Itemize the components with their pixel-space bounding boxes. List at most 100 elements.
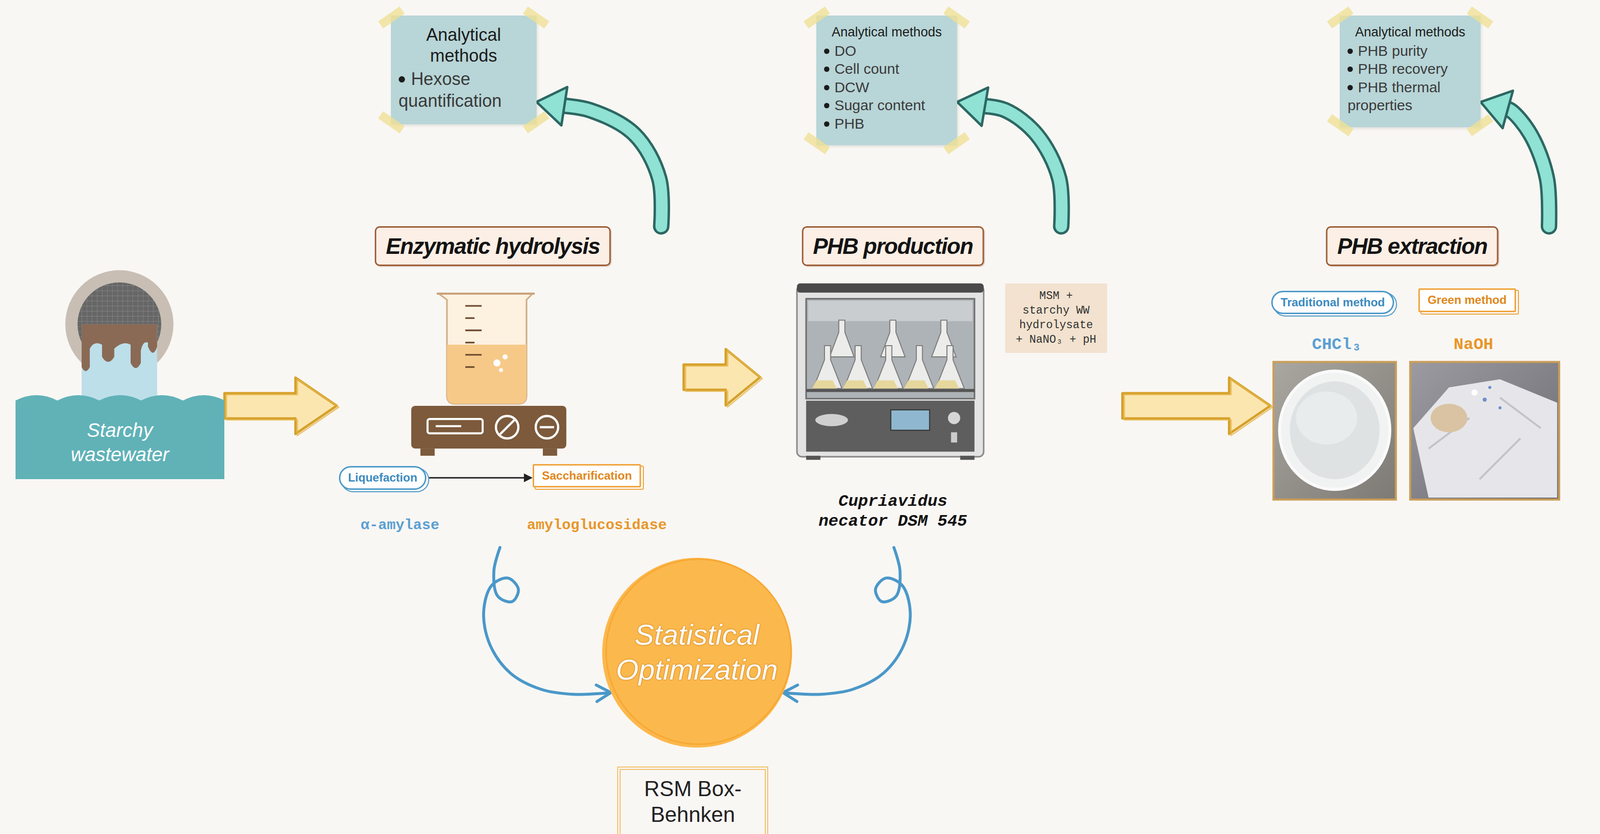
- incubator-shaker-part-part: [904, 380, 929, 389]
- beaker-icon-part-part: [465, 341, 475, 344]
- pipe-icon-part: [81, 324, 158, 372]
- stage-title: PHB production: [801, 226, 984, 267]
- incubator-shaker-part-part: [829, 320, 854, 357]
- node-text: Traditional method: [1280, 295, 1385, 310]
- incubator-shaker-part: [951, 432, 958, 443]
- beaker-icon-part: [438, 293, 533, 405]
- block-arrow-sketch: [1124, 379, 1273, 436]
- note-heading-row: Analytical methods: [824, 24, 950, 40]
- teal-arrow-body: [1502, 107, 1550, 227]
- teal-arrow-outline: [979, 105, 1062, 227]
- tape-strip: [1327, 114, 1354, 137]
- step-arrow: [426, 473, 533, 483]
- wastewater-source: Starchy wastewater: [15, 392, 225, 480]
- block-arrow: [683, 349, 761, 406]
- method-item: PHB thermal properties: [1347, 79, 1441, 114]
- tape-strip: [943, 6, 971, 29]
- incubator-shaker-part-part: [812, 380, 837, 389]
- incubator-shaker-part-part: [934, 380, 960, 389]
- incubator-shaker-part-part: [873, 380, 898, 389]
- sticky-note: Analytical methodsHexose quantification: [390, 15, 537, 125]
- teal-arrow-outline: [558, 105, 662, 227]
- hotplate-icon-part: [427, 419, 483, 434]
- incubator-shaker-part-part: [842, 380, 868, 389]
- stage-title: PHB extraction: [1326, 226, 1499, 267]
- hotplate-icon-part: [539, 426, 555, 429]
- beaker-icon: [436, 293, 535, 405]
- photo-chloroform-film-part: [1289, 381, 1380, 480]
- incubator-shaker-part: [806, 298, 975, 399]
- analysis-arrow: [536, 86, 662, 227]
- note-item-row: PHB thermal properties: [1347, 78, 1473, 115]
- teal-arrow-body: [979, 105, 1062, 227]
- text-label: CHCl₃: [1312, 334, 1362, 355]
- optimization-circle: Statistical Optimization: [600, 555, 794, 750]
- method-item: DO: [834, 42, 857, 59]
- beaker-icon-part: [436, 292, 535, 295]
- design-box: RSM Box-Behnken: [617, 766, 769, 834]
- method-item: Cell count: [834, 60, 899, 77]
- tape-strip: [803, 6, 831, 29]
- text-label: amyloglucosidase: [526, 516, 667, 535]
- note-title: Analytical methods: [831, 24, 943, 40]
- block-arrow-sketch: [226, 379, 339, 436]
- hotplate-icon-part: [411, 405, 567, 449]
- bullet-dot: [1347, 84, 1353, 91]
- method-pill: Liquefaction: [338, 466, 427, 490]
- incubator-shaker-part: [812, 380, 960, 389]
- incubator-shaker-part: [796, 283, 984, 293]
- note-heading-row: Analytical methods: [1347, 24, 1473, 40]
- method-box: Green method: [1418, 288, 1516, 313]
- text-label: Cupriavidus necator DSM 545: [805, 492, 981, 533]
- process-stage: Traditional method Green method PHB extrac…: [1270, 226, 1562, 507]
- curly-arrow: [782, 547, 910, 695]
- method-item: Sugar content: [834, 97, 926, 114]
- incubator-shaker-part: [806, 388, 975, 392]
- incubator-shaker-part-part: [880, 320, 906, 357]
- incubator-shaker-part: [815, 414, 848, 427]
- text-label: NaOH: [1453, 334, 1494, 355]
- method-item: PHB purity: [1357, 42, 1428, 59]
- incubator-shaker-part: [960, 455, 975, 460]
- note-title: Analytical methods: [426, 24, 502, 66]
- bullet-dot: [824, 48, 830, 54]
- incubator-shaker-part: [806, 455, 821, 460]
- photo-naoh-powder-part: [1410, 362, 1560, 501]
- method-item: PHB recovery: [1357, 60, 1448, 77]
- note-item-row: Hexose quantification: [398, 67, 529, 112]
- beaker-icon-part: [446, 344, 527, 405]
- bullet-dot: [824, 121, 830, 127]
- node-text: Statistical Optimization: [609, 617, 785, 688]
- node-text: MSM + starchy WW hydrolysate + NaNO₃ + p…: [1014, 289, 1098, 348]
- note-item-row: Cell count: [824, 59, 950, 79]
- bullet-dot: [824, 66, 830, 72]
- hotplate-icon-part: [435, 425, 462, 428]
- photo-naoh-powder-part: [1428, 397, 1541, 480]
- method-item: PHB: [834, 115, 865, 132]
- hotplate-icon-part: [535, 416, 558, 439]
- process-stage: LiquefactionSaccharificationEnzymatic hy…: [336, 226, 684, 548]
- feedback-arrow: [483, 547, 611, 702]
- curly-arrow: [483, 547, 611, 695]
- note-item-row: DO: [824, 41, 950, 61]
- incubator-shaker: [796, 283, 984, 460]
- teal-arrow-head: [957, 87, 989, 126]
- note-item-row: DCW: [824, 78, 950, 97]
- analysis-arrow: [1480, 90, 1550, 227]
- incubator-shaker-part: [806, 400, 975, 452]
- medium-box: MSM + starchy WW hydrolysate + NaNO₃ + p…: [1005, 283, 1108, 354]
- pipe-icon: [65, 270, 174, 409]
- hotplate-icon: [411, 405, 567, 456]
- bullet-dot: [1347, 66, 1353, 72]
- tape-strip: [1466, 6, 1494, 29]
- beaker-icon-part-part: [465, 317, 475, 320]
- beaker-icon-part-part: [465, 304, 482, 307]
- tape-strip: [803, 132, 831, 155]
- note-item-row: Sugar content: [824, 96, 950, 115]
- photo-naoh-powder: [1410, 362, 1560, 501]
- photo-naoh-powder-part: [1488, 386, 1492, 389]
- tape-strip: [522, 6, 550, 29]
- tape-strip: [378, 6, 405, 29]
- beaker-icon-part: [499, 368, 504, 372]
